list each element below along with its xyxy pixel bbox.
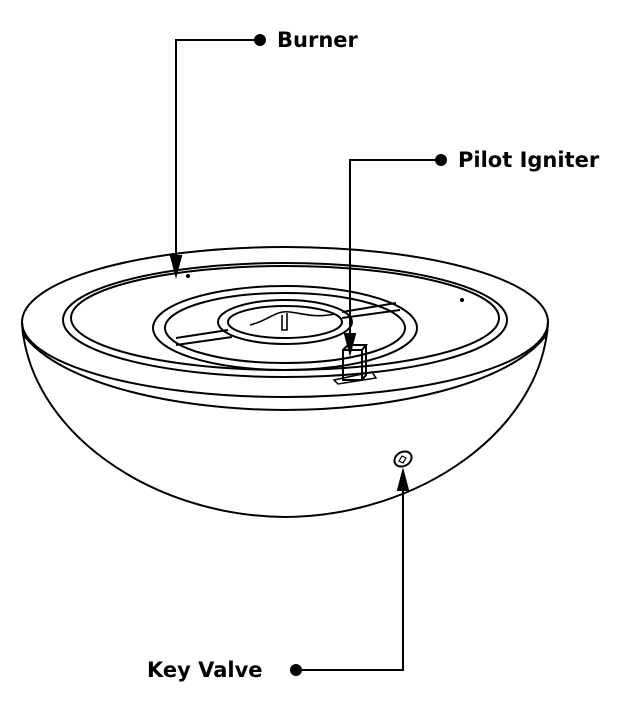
bowl-body [21, 321, 549, 519]
leader-key-valve [290, 467, 410, 676]
burner [152, 285, 418, 371]
mounting-hole [186, 274, 190, 278]
label-pilot-igniter: Pilot Igniter [458, 148, 600, 172]
bowl-rim-inner [62, 262, 508, 378]
bowl-basin-edge [70, 265, 500, 371]
leader-pilot-igniter [343, 154, 447, 357]
label-burner: Burner [277, 28, 358, 52]
key-valve [393, 450, 413, 468]
mounting-hole [460, 298, 464, 302]
bowl-rim-front [21, 321, 549, 412]
bowl [21, 246, 549, 519]
label-key-valve: Key Valve [147, 658, 263, 682]
pilot-igniter [332, 344, 378, 385]
leader-burner [169, 34, 266, 279]
bowl-rim-outer [21, 246, 549, 398]
